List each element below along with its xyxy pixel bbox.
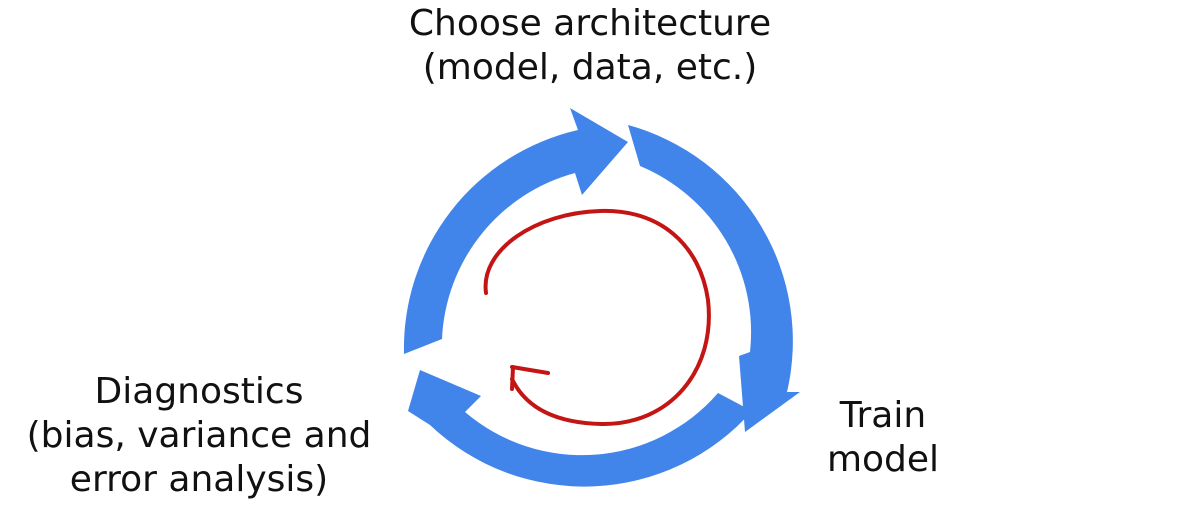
diagnostics-label: Diagnostics (bias, variance and error an… (0, 370, 398, 502)
cycle-arrow-bottom (408, 370, 752, 487)
choose-architecture-line1: Choose architecture (408, 3, 772, 44)
cycle-arrow-right (628, 125, 800, 432)
train-model-line1: Train (839, 395, 927, 436)
choose-architecture-label: Choose architecture (model, data, etc.) (360, 2, 820, 90)
diagnostics-line2: (bias, variance and (26, 415, 372, 456)
red-loop-arrowhead (510, 365, 550, 391)
diagnostics-line3: error analysis) (69, 459, 329, 500)
diagnostics-line1: Diagnostics (94, 371, 304, 412)
train-model-label: Train model (808, 394, 958, 482)
train-model-line2: model (826, 439, 940, 480)
cycle-arrow-top-left (403, 108, 628, 354)
red-loop-annotation (483, 208, 711, 427)
choose-architecture-line2: (model, data, etc.) (422, 47, 758, 88)
